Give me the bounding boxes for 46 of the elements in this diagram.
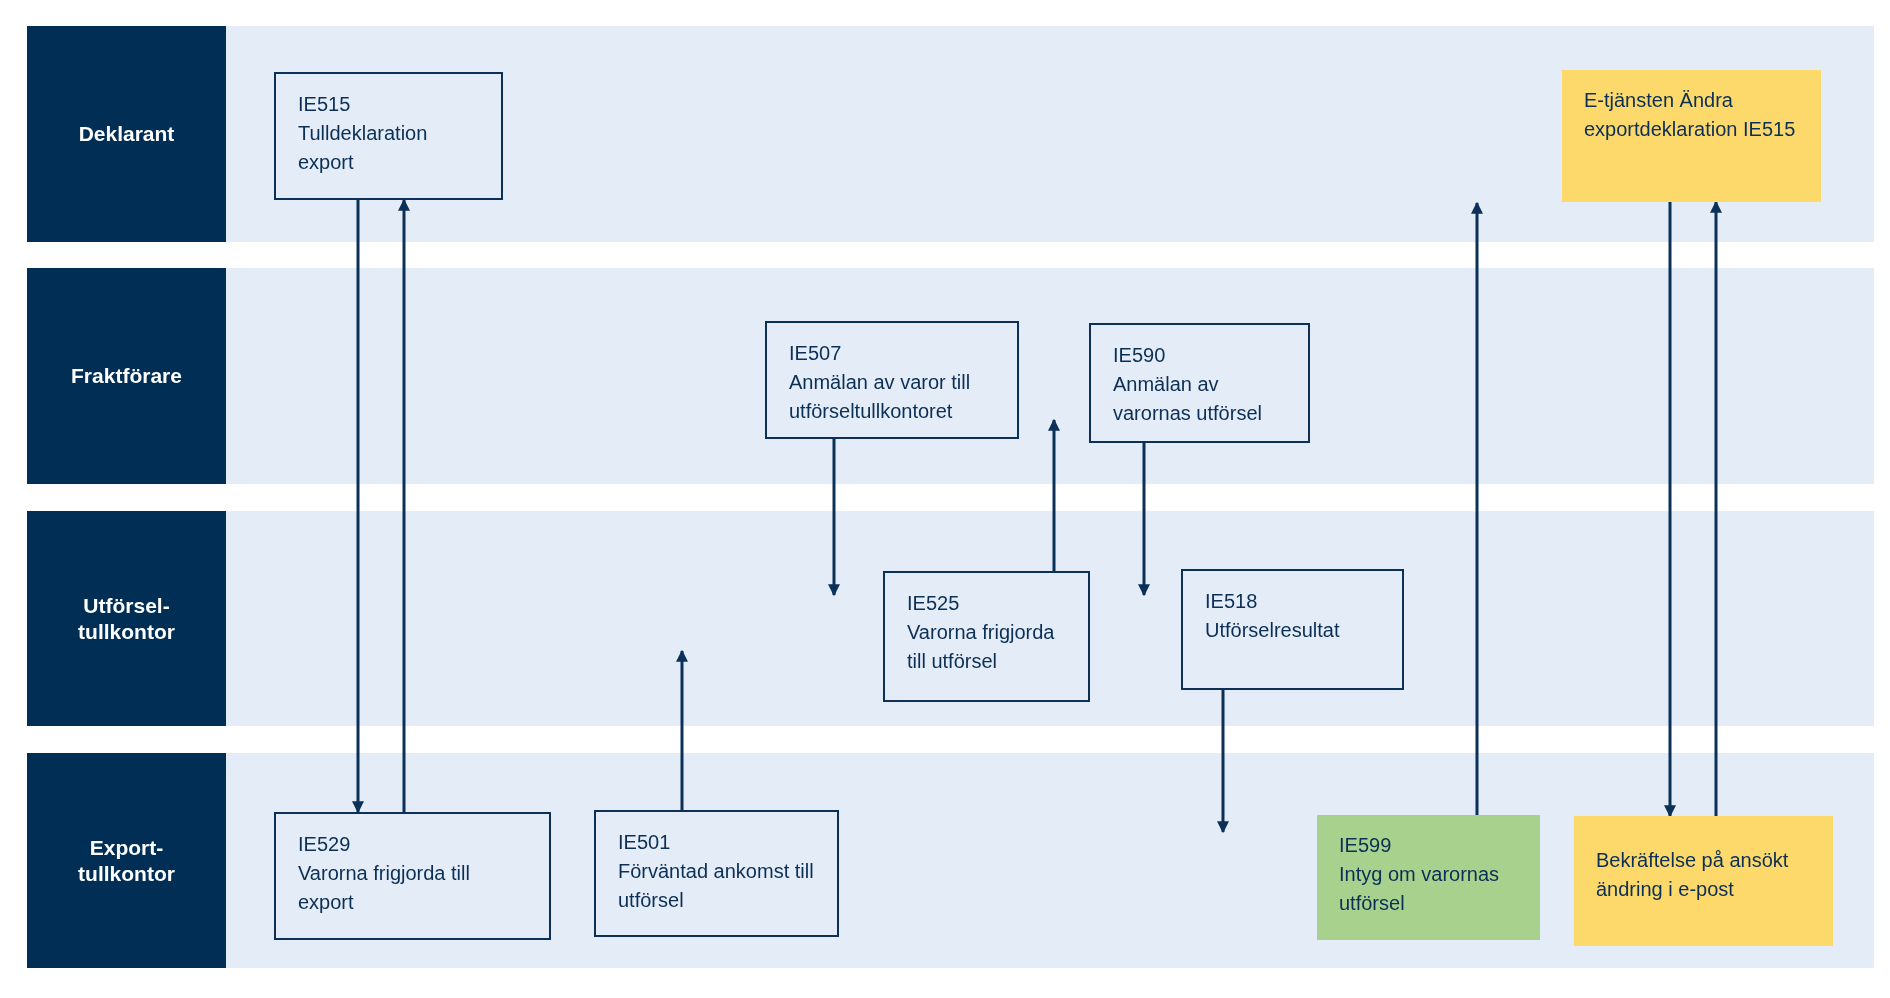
box-text: E-tjänsten Ändra exportdeklaration IE515 (1584, 88, 1797, 142)
swimlane (27, 511, 1874, 726)
lane-title: Export- tullkontor (77, 834, 176, 887)
arrow (1664, 202, 1676, 818)
lane-title: Utförsel- tullkontor (77, 592, 176, 645)
message-box (1089, 323, 1310, 443)
message-box (883, 571, 1090, 702)
arrow (398, 198, 410, 812)
swimlane (27, 26, 1874, 242)
box-text: Tulldeklaration export (298, 121, 429, 175)
arrow (1710, 200, 1722, 816)
swimlane (27, 753, 1874, 968)
box-text: Bekräftelse på ansökt ändring i e-post (1596, 848, 1790, 902)
message-box (274, 812, 551, 940)
message-code: IE529 (298, 832, 352, 857)
lane-title: Fraktförare (70, 362, 183, 389)
message-code: IE515 (298, 92, 352, 117)
highlight-box (1574, 816, 1833, 946)
box-text: Anmälan av varornas utförsel (1113, 372, 1263, 426)
lane-title: Deklarant (77, 120, 176, 147)
box-text: Varorna frigjorda till export (298, 861, 471, 915)
message-box (1181, 569, 1404, 690)
arrow (1138, 443, 1150, 597)
arrow (676, 649, 688, 810)
arrow (1471, 201, 1483, 815)
arrow (1217, 690, 1229, 834)
message-code: IE518 (1205, 589, 1259, 614)
message-code: IE507 (789, 341, 843, 366)
message-code: IE590 (1113, 343, 1167, 368)
arrow (1048, 418, 1060, 571)
box-text: Förväntad ankomst till utförsel (618, 859, 815, 913)
box-text: Utförselresultat (1205, 618, 1341, 643)
arrow (828, 439, 840, 597)
swimlane (27, 268, 1874, 484)
box-text: Intyg om varornas utförsel (1339, 862, 1501, 916)
message-box (765, 321, 1019, 439)
message-box (594, 810, 839, 937)
highlight-box (1317, 815, 1540, 940)
message-code: IE501 (618, 830, 672, 855)
highlight-box (1562, 70, 1821, 202)
message-code: IE525 (907, 591, 961, 616)
box-text: Anmälan av varor till utförseltullkontoret (789, 370, 972, 424)
box-text: Varorna frigjorda till utförsel (907, 620, 1056, 674)
arrow (352, 200, 364, 814)
message-box (274, 72, 503, 200)
message-code: IE599 (1339, 833, 1393, 858)
